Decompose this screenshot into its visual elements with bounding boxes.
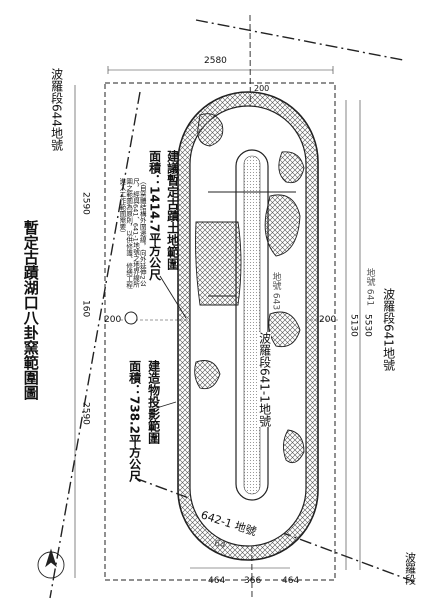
mass-nw xyxy=(197,113,224,147)
arrow-footprint xyxy=(149,401,177,411)
boundary-top xyxy=(195,19,404,61)
parcel-label-641-inner: 地號 641 xyxy=(364,268,375,307)
well-marker xyxy=(124,311,138,325)
arrow-scope xyxy=(159,275,187,319)
dim-bottom-b: 366 xyxy=(244,576,262,586)
footprint-area: 面積：738.2平方公尺 xyxy=(127,360,142,482)
scope-note: （自窯體結構外圍邊線，向外延伸2公尺，經與641、641-1地號之地界線所圍之範… xyxy=(117,178,147,289)
mass-west-large xyxy=(195,221,242,306)
dim-center-width: 160 xyxy=(80,300,91,318)
central-tunnel xyxy=(235,149,269,501)
dim-offset-left: 200 xyxy=(104,315,122,325)
mass-east xyxy=(264,194,301,257)
scope-area: 面積：1414.7平方公尺 xyxy=(147,150,162,281)
north-arrow xyxy=(37,548,65,579)
dim-offset-right: 200 xyxy=(319,315,337,325)
dim-right-height-1: 5130 xyxy=(348,314,359,337)
parcel-label-641-1: 波羅段641-1地號 xyxy=(257,332,272,427)
parcel-label-643: 地號 643 xyxy=(270,272,281,311)
scope-outline xyxy=(104,82,336,581)
dim-top-width: 2580 xyxy=(204,56,227,66)
tunnel-core xyxy=(243,155,261,495)
parcel-label-641: 波羅段641地號 xyxy=(381,288,396,371)
document-title: 暫定古蹟湖口八卦窯範圍圖 xyxy=(21,220,40,400)
dim-bottom-c: 464 xyxy=(282,576,300,586)
kiln-interior-masses xyxy=(194,113,305,464)
mass-ne xyxy=(278,151,305,184)
mass-west-low xyxy=(194,360,221,390)
footprint-title: 建造物投影範圍 xyxy=(146,360,161,444)
dim-right-height-2: 5530 xyxy=(362,314,373,337)
dim-bottom-a: 464 xyxy=(208,576,226,586)
boundary-left xyxy=(49,91,141,599)
scope-title: 建議暫定古蹟土地範圍 xyxy=(165,150,180,270)
parcel-label-644: 波羅段644地號 xyxy=(49,68,64,151)
mass-se xyxy=(283,429,305,464)
parcel-label-edge: 波羅段 xyxy=(403,552,417,585)
mass-east-mid xyxy=(268,311,301,348)
dim-left-height: 2590 xyxy=(80,402,91,425)
dim-offset-top: 200 xyxy=(254,84,270,93)
dim-bottom-width: 2590 xyxy=(80,192,91,215)
dimension-lines xyxy=(74,66,361,578)
